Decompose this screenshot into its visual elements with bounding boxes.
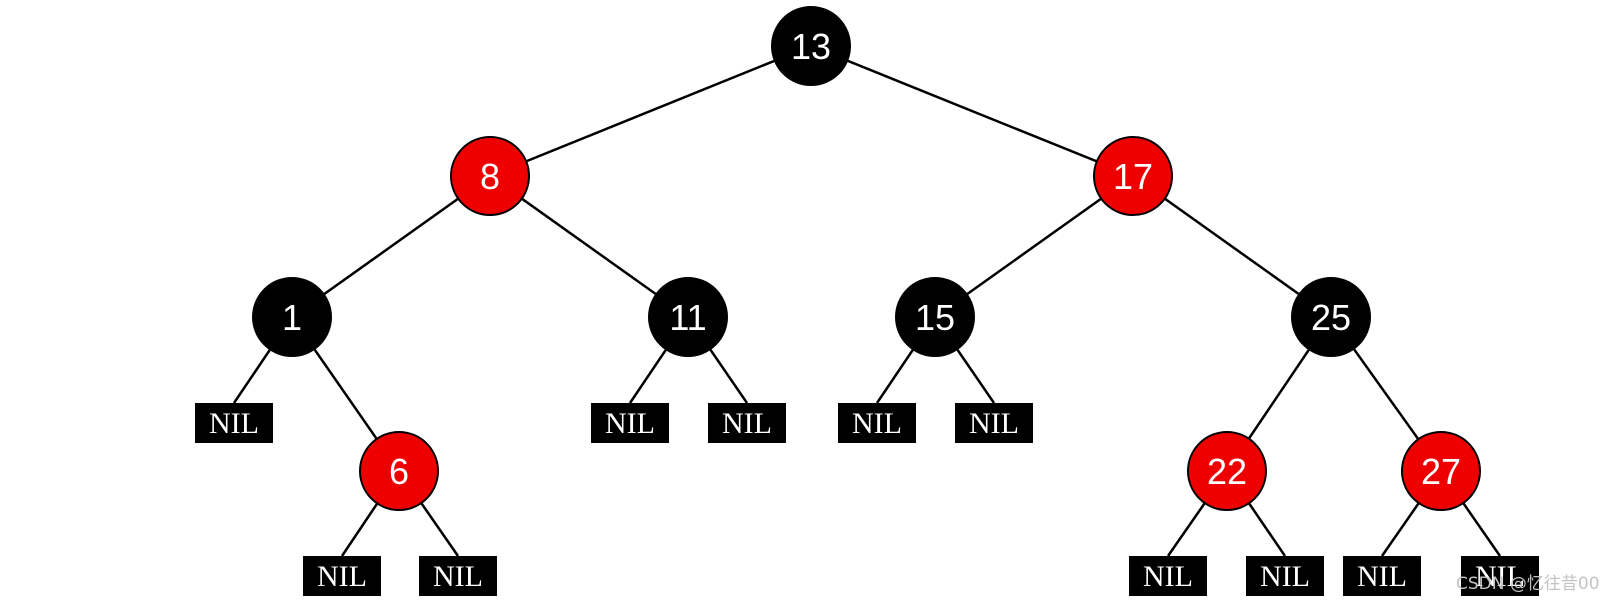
node-label: 1 (282, 297, 302, 338)
watermark-text: CSDN @忆往昔00 (1456, 574, 1600, 594)
edge-n17-n15 (934, 174, 1134, 319)
tree-node-15: 15 (895, 277, 975, 357)
node-label: 27 (1421, 451, 1461, 492)
nil-box (1129, 556, 1207, 596)
tree-node-13: 13 (771, 6, 851, 86)
nil-label: NIL (1475, 560, 1525, 593)
edge-n13-n8 (489, 44, 812, 178)
node-circle-red (359, 431, 439, 511)
nil-label: NIL (433, 560, 483, 593)
node-label: 25 (1311, 297, 1351, 338)
nil-box (955, 403, 1033, 443)
node-circle-red (450, 136, 530, 216)
tree-node-1: 1 (252, 277, 332, 357)
nil-leaf: NIL (591, 403, 669, 443)
nil-box (838, 403, 916, 443)
nil-box (1461, 556, 1539, 596)
nil-leaf: NIL (838, 403, 916, 443)
node-label: 11 (669, 297, 706, 338)
node-label: 6 (389, 451, 409, 492)
nil-label: NIL (852, 407, 902, 440)
node-circle-black (771, 6, 851, 86)
nil-box (1343, 556, 1421, 596)
node-circle-black (895, 277, 975, 357)
nil-leaf: NIL (419, 556, 497, 596)
nil-leaves: NIL NIL NIL NIL NIL NIL NIL NIL NIL NIL NIL (195, 403, 1539, 596)
nil-box (195, 403, 273, 443)
nil-leaf: NIL (708, 403, 786, 443)
nil-label: NIL (605, 407, 655, 440)
node-label: 15 (915, 297, 955, 338)
node-label: 8 (480, 156, 500, 197)
tree-node-22: 22 (1187, 431, 1267, 511)
node-label: 13 (791, 26, 831, 67)
tree-node-17: 17 (1093, 136, 1173, 216)
nil-label: NIL (1143, 560, 1193, 593)
nil-leaf: NIL (303, 556, 381, 596)
nil-box (303, 556, 381, 596)
node-circle-red (1401, 431, 1481, 511)
tree-node-11: 11 (648, 277, 728, 357)
tree-node-25: 25 (1291, 277, 1371, 357)
tree-node-8: 8 (450, 136, 530, 216)
node-label: 22 (1207, 451, 1247, 492)
node-circle-black (252, 277, 332, 357)
edge-n8-n11 (489, 174, 689, 319)
nil-box (708, 403, 786, 443)
edge-n17-n25 (1132, 174, 1332, 319)
nil-leaf: NIL (1461, 556, 1539, 596)
edge-n8-n1 (291, 174, 491, 319)
node-circle-red (1093, 136, 1173, 216)
nil-label: NIL (1260, 560, 1310, 593)
nil-leaf: NIL (195, 403, 273, 443)
nil-label: NIL (317, 560, 367, 593)
edge-n13-n17 (810, 44, 1134, 178)
node-label: 17 (1113, 156, 1153, 197)
nil-leaf: NIL (955, 403, 1033, 443)
tree-node-6: 6 (359, 431, 439, 511)
nil-label: NIL (722, 407, 772, 440)
nil-leaf: NIL (1343, 556, 1421, 596)
nil-box (1246, 556, 1324, 596)
node-circle-black (648, 277, 728, 357)
nil-leaf: NIL (1129, 556, 1207, 596)
node-circle-red (1187, 431, 1267, 511)
nil-box (591, 403, 669, 443)
nil-label: NIL (969, 407, 1019, 440)
nil-box (419, 556, 497, 596)
node-circle-black (1291, 277, 1371, 357)
nil-label: NIL (209, 407, 259, 440)
nil-leaf: NIL (1246, 556, 1324, 596)
tree-node-27: 27 (1401, 431, 1481, 511)
nil-label: NIL (1357, 560, 1407, 593)
